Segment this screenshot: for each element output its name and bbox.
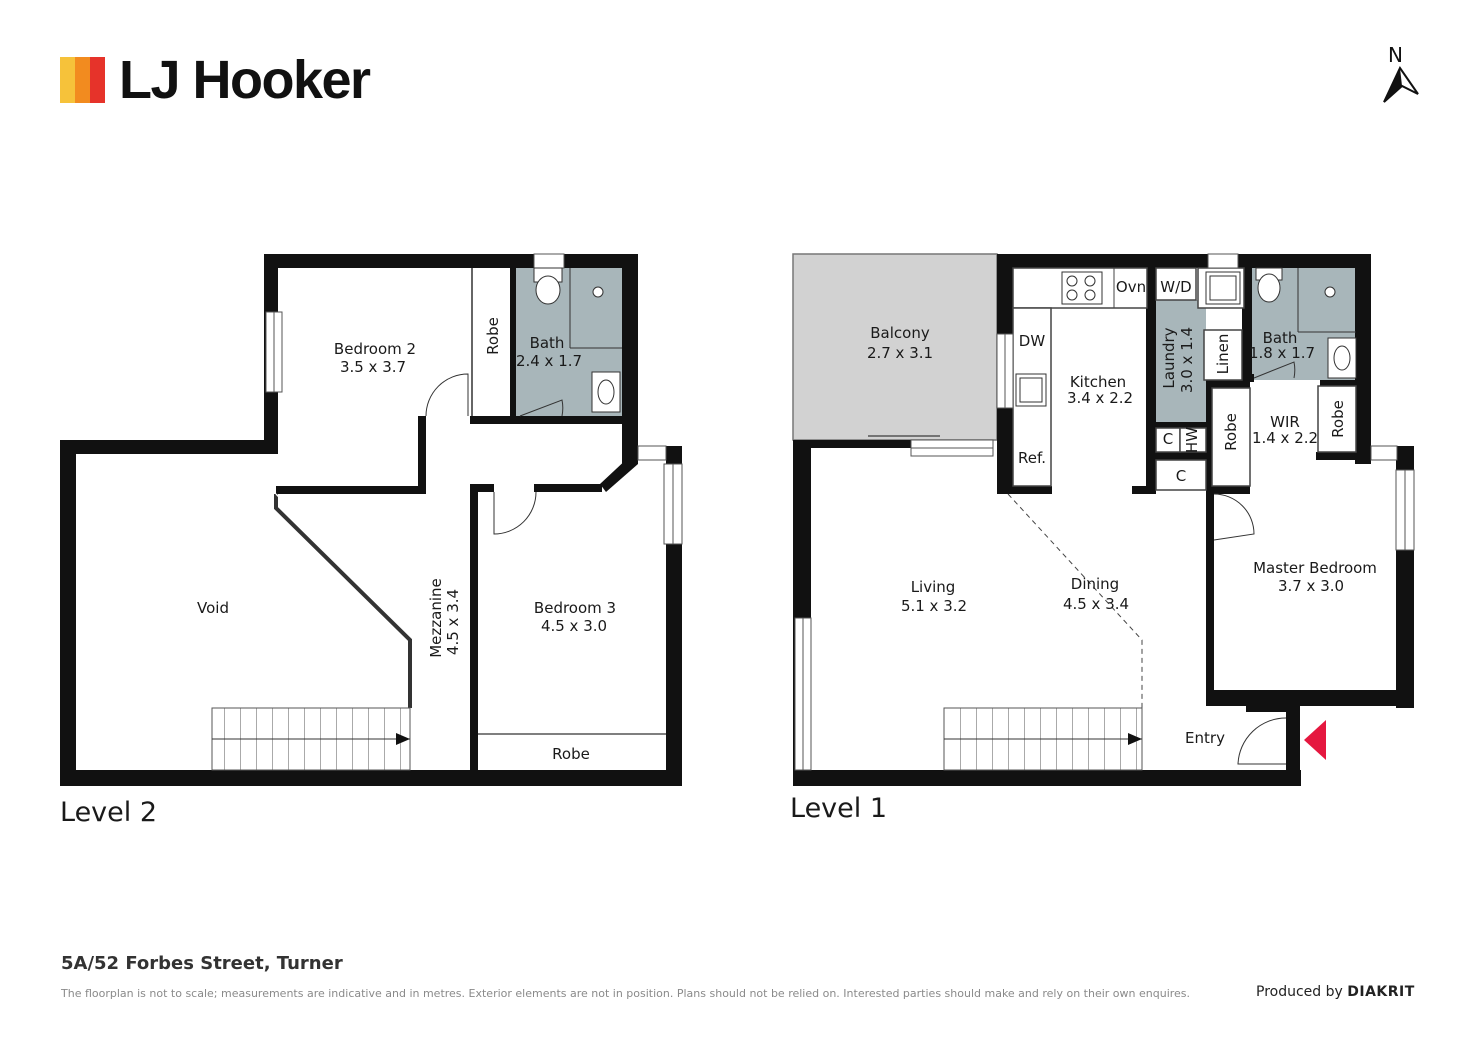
laundry-dims: 3.0 x 1.4 (1178, 327, 1196, 393)
level-2-plan (60, 253, 683, 786)
bedroom3-name: Bedroom 3 (534, 599, 616, 617)
bedroom2-dims: 3.5 x 3.7 (340, 358, 406, 376)
c2-label: C (1176, 467, 1186, 485)
wd-label: W/D (1160, 278, 1191, 296)
logo-bar-orange (75, 57, 90, 103)
master-name: Master Bedroom (1253, 559, 1377, 577)
logo-color-bars (60, 57, 105, 103)
brand-logo: LJ Hooker (60, 45, 371, 115)
hw-label: HW (1183, 427, 1201, 453)
void-label: Void (197, 599, 229, 617)
mezzanine-name: Mezzanine (427, 578, 445, 658)
compass-fill (1384, 68, 1402, 102)
kitchen-dims: 3.4 x 2.2 (1067, 389, 1133, 407)
laundry-floor (1156, 300, 1206, 422)
produced-by-label: Produced by (1256, 984, 1343, 1000)
master-dims: 3.7 x 3.0 (1278, 577, 1344, 595)
north-label: N (1388, 43, 1403, 67)
level-1-plan (792, 253, 1415, 786)
logo-bar-yellow (60, 57, 75, 103)
north-arrow-icon: N (1383, 43, 1419, 103)
living-dims: 5.1 x 3.2 (901, 597, 967, 615)
kitchen-name: Kitchen (1070, 373, 1126, 391)
bath-l1-dims: 1.8 x 1.7 (1249, 344, 1315, 362)
producer-name: DIAKRIT (1347, 984, 1415, 1000)
compass-outline (1383, 66, 1419, 103)
balcony-dims: 2.7 x 3.1 (867, 344, 933, 362)
dining-dims: 4.5 x 3.4 (1063, 595, 1129, 613)
balcony-name: Balcony (870, 324, 930, 342)
linen-label: Linen (1214, 334, 1232, 375)
wir-name: WIR (1270, 413, 1300, 431)
logo-bar-red (90, 57, 105, 103)
bedroom2-name: Bedroom 2 (334, 340, 416, 358)
entry-marker-icon (1304, 720, 1326, 760)
c1-label: C (1163, 430, 1173, 448)
robe-l1-right-label: Robe (1329, 400, 1347, 438)
dw-label: DW (1019, 332, 1046, 350)
balcony-floor (792, 253, 998, 441)
bath-l2-dims: 2.4 x 1.7 (516, 352, 582, 370)
ref-label: Ref. (1018, 449, 1046, 467)
level-2-walls (60, 254, 682, 786)
brand-name: LJ Hooker (119, 50, 371, 110)
bedroom3-dims: 4.5 x 3.0 (541, 617, 607, 635)
entry-label: Entry (1185, 729, 1225, 747)
wir-dims: 1.4 x 2.2 (1252, 429, 1318, 447)
living-name: Living (911, 578, 956, 596)
producer-credit: Produced by DIAKRIT (1256, 984, 1415, 1000)
robe-l2-top-label: Robe (484, 317, 502, 355)
bath-l1-name: Bath (1263, 329, 1298, 347)
disclaimer-text: The floorplan is not to scale; measureme… (61, 987, 1191, 1000)
bath-l2-name: Bath (530, 334, 565, 352)
laundry-name: Laundry (1160, 327, 1178, 388)
robe-l1-left-label: Robe (1222, 413, 1240, 451)
ovn-label: Ovn (1116, 278, 1146, 296)
level-1-label: Level 1 (790, 793, 888, 824)
dining-name: Dining (1071, 575, 1119, 593)
mezzanine-dims: 4.5 x 3.4 (444, 589, 462, 655)
robe-l2-bottom-label: Robe (552, 745, 590, 763)
property-address: 5A/52 Forbes Street, Turner (61, 953, 343, 974)
level-2-label: Level 2 (60, 797, 158, 828)
